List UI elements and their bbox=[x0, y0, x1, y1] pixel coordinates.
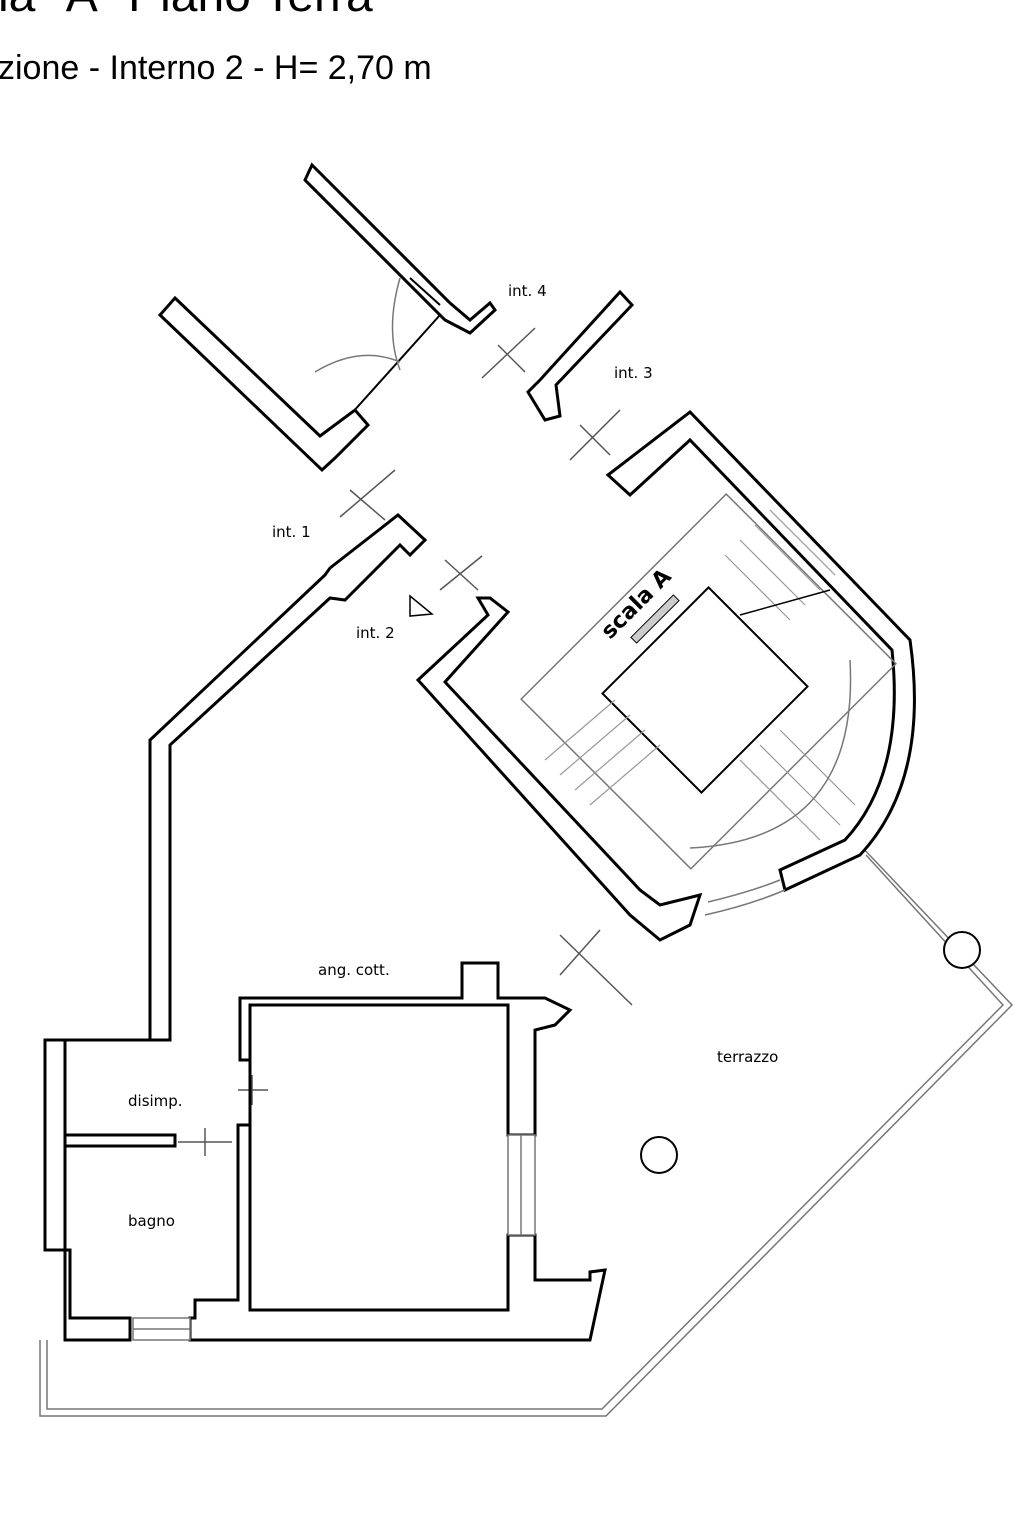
plan-subtitle: zione - Interno 2 - H= 2,70 m bbox=[0, 49, 432, 87]
label-kitchen: ang. cott. bbox=[318, 961, 390, 979]
entrance-doors bbox=[314, 277, 441, 414]
column-round bbox=[943, 931, 981, 969]
stair-walls bbox=[415, 409, 916, 942]
corridor-walls bbox=[157, 162, 635, 473]
label-int4: int. 4 bbox=[508, 282, 547, 300]
entrance-arrow-icon bbox=[409, 594, 434, 617]
staircase bbox=[520, 493, 897, 870]
label-hall: disimp. bbox=[128, 1092, 183, 1110]
apartment-walls bbox=[43, 513, 607, 1342]
label-int3: int. 3 bbox=[614, 364, 653, 382]
label-int1: int. 1 bbox=[272, 523, 311, 541]
door-ticks bbox=[178, 327, 633, 1156]
label-terrace: terrazzo bbox=[717, 1048, 778, 1066]
label-int2: int. 2 bbox=[356, 624, 395, 642]
plan-title: la "A" Piano Terra bbox=[0, 0, 373, 20]
label-bath: bagno bbox=[128, 1212, 175, 1230]
planter-round bbox=[640, 1136, 678, 1174]
